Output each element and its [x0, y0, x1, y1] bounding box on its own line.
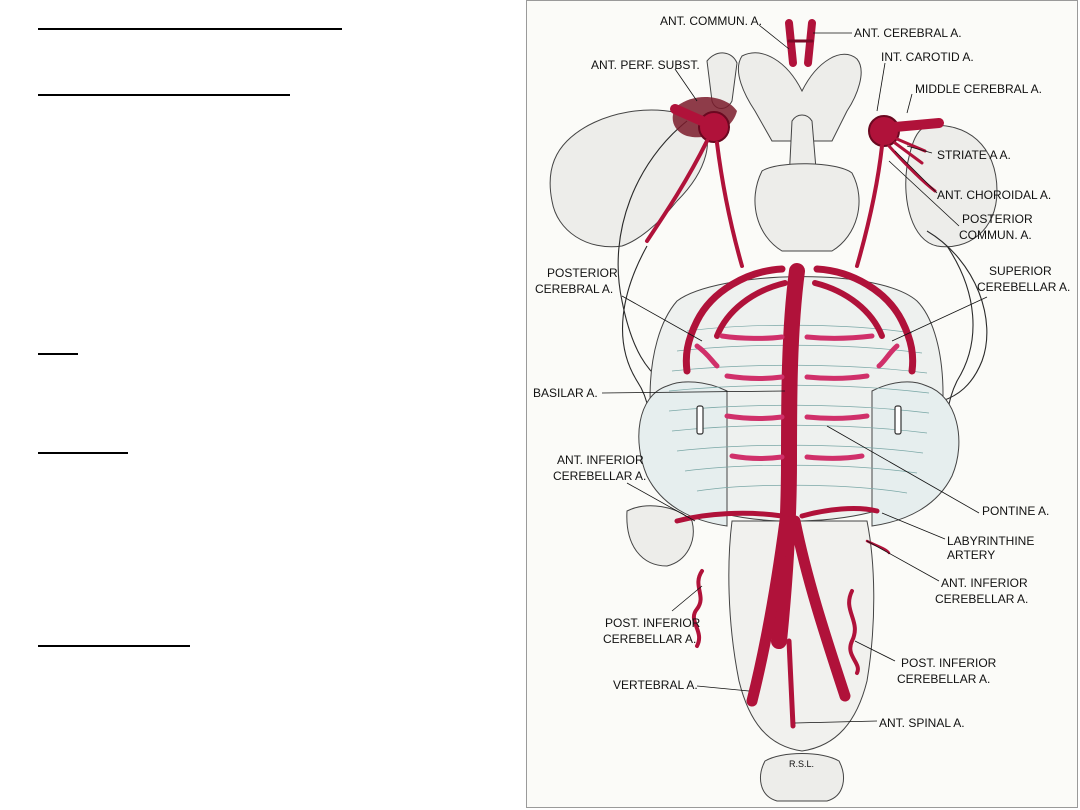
label-ant-cerebral: ANT. CEREBRAL A. [854, 26, 962, 40]
midbrain [754, 163, 860, 252]
label-post-inferior-cerebellar-left-2: CEREBELLAR A. [603, 632, 696, 646]
label-ant-inferior-cerebellar-left-1: ANT. INFERIOR [557, 453, 644, 467]
heading-underline-2 [38, 94, 290, 96]
label-post-inferior-cerebellar-right-1: POST. INFERIOR [901, 656, 997, 670]
heading-underline-1 [38, 28, 342, 30]
label-ant-inferior-cerebellar-left-2: CEREBELLAR A. [553, 469, 646, 483]
label-posterior-cerebral-1: POSTERIOR [547, 266, 618, 280]
label-signature: R.S.L. [789, 759, 814, 769]
label-superior-cerebellar-1: SUPERIOR [989, 264, 1052, 278]
label-ant-commun: ANT. COMMUN. A. [660, 14, 762, 28]
medulla [728, 520, 875, 752]
label-labyrinthine-2: ARTERY [947, 548, 995, 562]
label-pontine: PONTINE A. [982, 504, 1049, 518]
left-cerebellum [638, 381, 728, 527]
right-cerebellum [871, 381, 960, 527]
label-labyrinthine-1: LABYRINTHINE [947, 534, 1034, 548]
optic-chiasm [737, 52, 862, 142]
label-superior-cerebellar-2: CEREBELLAR A. [977, 280, 1070, 294]
figure-labels: ANT. COMMUN. A. ANT. CEREBRAL A. INT. CA… [533, 14, 1070, 769]
label-striate: STRIATE A A. [937, 148, 1011, 162]
label-int-carotid: INT. CAROTID A. [881, 50, 974, 64]
label-posterior-commun-2: COMMUN. A. [959, 228, 1032, 242]
label-ant-perf-subst: ANT. PERF. SUBST. [591, 58, 700, 72]
heading-underline-4 [38, 452, 128, 454]
label-ant-inferior-cerebellar-right-1: ANT. INFERIOR [941, 576, 1028, 590]
label-leaders [601, 24, 988, 724]
arteries [645, 19, 944, 729]
label-vertebral: VERTEBRAL A. [613, 678, 698, 692]
right-temporal-lobe [905, 124, 998, 248]
left-outer-contour [617, 120, 688, 387]
right-outer-contour [926, 230, 988, 402]
label-ant-inferior-cerebellar-right-2: CEREBELLAR A. [935, 592, 1028, 606]
label-basilar: BASILAR A. [533, 386, 598, 400]
nerve-clips [696, 405, 902, 435]
label-post-inferior-cerebellar-right-2: CEREBELLAR A. [897, 672, 990, 686]
label-posterior-cerebral-2: CEREBRAL A. [535, 282, 613, 296]
label-ant-spinal: ANT. SPINAL A. [879, 716, 965, 730]
label-ant-choroidal: ANT. CHOROIDAL A. [937, 188, 1051, 202]
spinal-cord [760, 753, 844, 802]
heading-underline-5 [38, 645, 190, 647]
brain-arteries-illustration: ANT. COMMUN. A. ANT. CEREBRAL A. INT. CA… [533, 14, 1070, 802]
label-middle-cerebral: MIDDLE CEREBRAL A. [915, 82, 1042, 96]
heading-underline-3 [38, 353, 78, 355]
circle-of-willis-figure: ANT. COMMUN. A. ANT. CEREBRAL A. INT. CA… [526, 0, 1078, 808]
label-post-inferior-cerebellar-left-1: POST. INFERIOR [605, 616, 701, 630]
label-posterior-commun-1: POSTERIOR [962, 212, 1033, 226]
